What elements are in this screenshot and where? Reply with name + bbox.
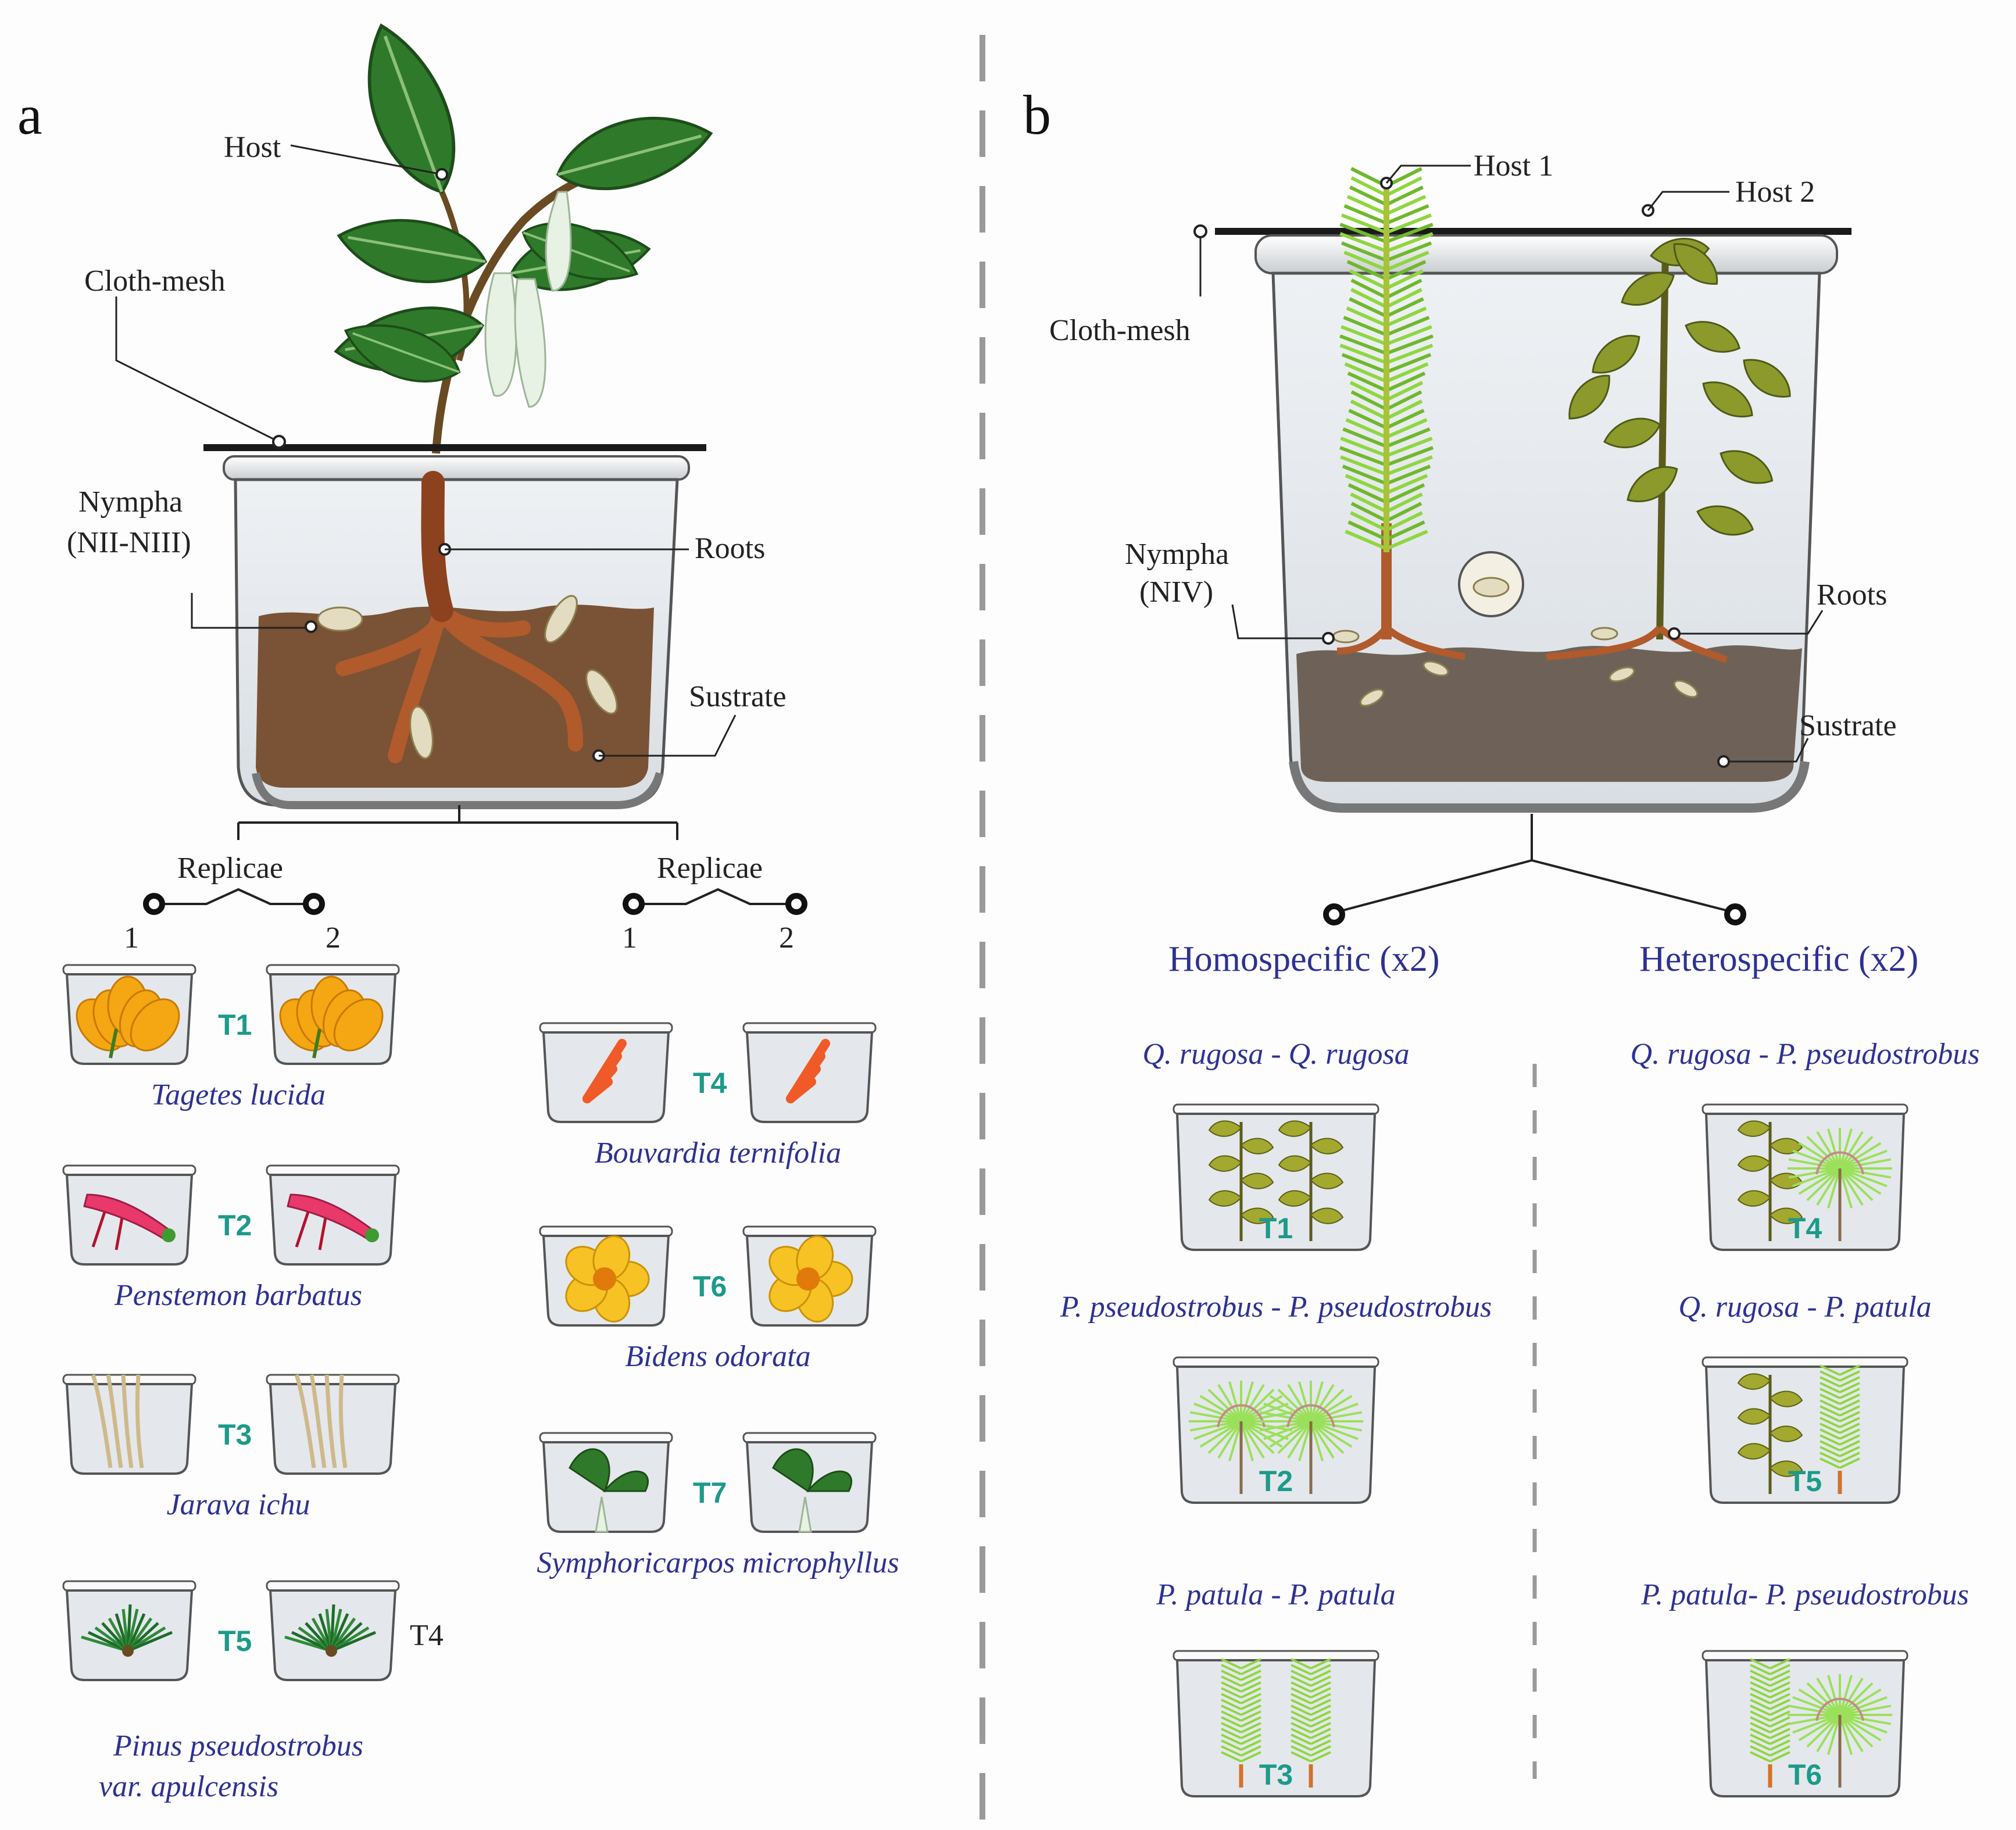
treatment-container-2 bbox=[742, 1225, 877, 1327]
treatment-title: P. patula- P. pseudostrobus bbox=[1640, 1578, 1969, 1611]
treatment-container bbox=[1173, 1103, 1379, 1251]
replica-2-left: 2 bbox=[326, 921, 341, 955]
host-2-oak bbox=[1546, 238, 1791, 663]
host-callout-a bbox=[290, 144, 442, 176]
treatment-extra-label: T4 bbox=[410, 1619, 444, 1652]
treatment-code: T2 bbox=[218, 1209, 252, 1242]
treatment-code: T4 bbox=[1788, 1212, 1822, 1245]
replica-1-left: 1 bbox=[124, 921, 139, 955]
treatment-container-1 bbox=[539, 1022, 673, 1123]
nympha-stage-label-b: (NIV) bbox=[1139, 576, 1213, 609]
treatment-code: T6 bbox=[693, 1270, 727, 1303]
replicae-bracket-a bbox=[154, 805, 796, 905]
cloth-mesh-label-b: Cloth-mesh bbox=[1049, 314, 1191, 347]
heterospecific-heading: Heterospecific (x2) bbox=[1639, 939, 1918, 979]
panel-a-letter: a bbox=[17, 84, 42, 146]
treatment-container bbox=[1702, 1356, 1908, 1504]
replica-1-right: 1 bbox=[622, 921, 637, 955]
nymphs-a bbox=[317, 595, 618, 759]
treatment-code: T3 bbox=[218, 1418, 252, 1451]
treatment-container-2 bbox=[742, 1432, 877, 1533]
treatment-title: Q. rugosa - P. patula bbox=[1678, 1291, 1931, 1324]
nympha-label-b: Nympha bbox=[1125, 538, 1229, 571]
treatment-container-2 bbox=[266, 1164, 400, 1266]
host-2-label: Host 2 bbox=[1735, 176, 1815, 209]
treatment-container-1 bbox=[539, 1432, 673, 1533]
treatment-container-1 bbox=[539, 1225, 673, 1327]
treatment-code: T3 bbox=[1259, 1758, 1293, 1791]
treatment-title: P. patula - P. patula bbox=[1156, 1578, 1395, 1611]
treatment-code: T2 bbox=[1259, 1465, 1293, 1497]
replicae-label-a1: Replicae bbox=[177, 852, 283, 885]
treatment-species-variety: var. apulcensis bbox=[99, 1770, 278, 1803]
substrate-label-a: Sustrate bbox=[689, 680, 787, 713]
nympha-label-a: Nympha bbox=[78, 485, 183, 519]
cloth-mesh-label-a: Cloth-mesh bbox=[84, 265, 226, 298]
treatment-container-1 bbox=[62, 1580, 196, 1681]
roots-a bbox=[335, 471, 583, 763]
treatment-container-1 bbox=[62, 1164, 196, 1266]
treatment-code: T4 bbox=[693, 1067, 727, 1099]
treatment-container bbox=[1173, 1356, 1379, 1504]
host-plant-a bbox=[331, 15, 719, 454]
panel-b: b Cloth-mesh Host 1 Host 2 bbox=[1023, 84, 1980, 1797]
replicae-label-a2: Replicae bbox=[657, 852, 763, 885]
treatment-code: T6 bbox=[1788, 1758, 1822, 1791]
host-1-label: Host 1 bbox=[1474, 149, 1553, 183]
substrate-label-b: Sustrate bbox=[1799, 709, 1897, 742]
treatment-species: Tagetes lucida bbox=[151, 1078, 326, 1111]
roots-label-b: Roots bbox=[1817, 578, 1887, 612]
treatment-species: Bidens odorata bbox=[625, 1340, 810, 1373]
replica-2-right: 2 bbox=[779, 921, 794, 955]
treatment-species: Jarava ichu bbox=[167, 1488, 310, 1521]
treatment-species: Bouvardia ternifolia bbox=[595, 1136, 841, 1170]
treatment-container-2 bbox=[266, 1580, 400, 1681]
treatment-container-2 bbox=[266, 1374, 400, 1475]
treatment-container-1 bbox=[62, 964, 196, 1065]
treatment-container bbox=[1702, 1650, 1908, 1797]
treatment-code: T1 bbox=[1259, 1212, 1293, 1245]
treatment-title: Q. rugosa - P. pseudostrobus bbox=[1631, 1038, 1980, 1071]
treatment-title: Q. rugosa - Q. rugosa bbox=[1142, 1038, 1409, 1071]
treatment-code: T7 bbox=[693, 1477, 727, 1509]
homo-hetero-connector bbox=[1334, 814, 1736, 914]
treatment-species: Penstemon barbatus bbox=[114, 1279, 362, 1312]
treatment-container-2 bbox=[266, 964, 400, 1065]
nympha-stage-label-a: (NII-NIII) bbox=[67, 526, 191, 559]
host-label-a: Host bbox=[224, 131, 281, 164]
panel-a: a Host Cloth-mesh bbox=[17, 15, 899, 1803]
treatment-species: Pinus pseudostrobus bbox=[113, 1729, 363, 1763]
treatment-container-2 bbox=[742, 1022, 877, 1123]
treatment-container bbox=[1173, 1650, 1379, 1797]
panel-b-letter: b bbox=[1023, 84, 1051, 146]
treatment-container bbox=[1702, 1103, 1908, 1251]
treatment-container-1 bbox=[62, 1374, 196, 1475]
treatment-code: T5 bbox=[1788, 1465, 1822, 1497]
treatment-title: P. pseudostrobus - P. pseudostrobus bbox=[1060, 1291, 1492, 1324]
homospecific-heading: Homospecific (x2) bbox=[1168, 939, 1440, 979]
treatment-code: T5 bbox=[218, 1625, 252, 1657]
host-1-pine bbox=[1336, 167, 1466, 660]
treatment-code: T1 bbox=[218, 1009, 252, 1041]
treatment-species: Symphoricarpos microphyllus bbox=[537, 1546, 899, 1579]
roots-label-a: Roots bbox=[695, 532, 765, 565]
